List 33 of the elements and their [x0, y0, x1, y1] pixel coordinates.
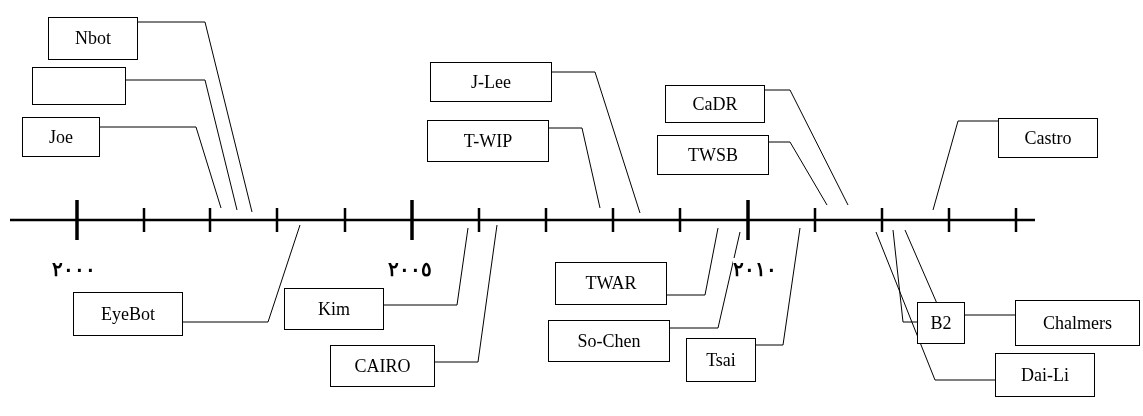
name-box: Castro	[998, 118, 1098, 158]
name-box: B2	[917, 302, 965, 344]
leader-line	[434, 224, 498, 363]
leader-line	[383, 227, 469, 306]
name-box: Kim	[284, 288, 384, 330]
leader-line	[99, 126, 222, 209]
name-box: CaDR	[665, 85, 765, 123]
name-box: Tsai	[686, 338, 756, 382]
leader-line	[125, 79, 238, 211]
empty-box	[32, 67, 126, 105]
leader-line	[551, 71, 641, 214]
leader-line	[768, 141, 828, 206]
leader-line	[182, 224, 301, 323]
leader-line	[875, 231, 996, 381]
name-box: J-Lee	[430, 62, 552, 102]
name-box: TWSB	[657, 135, 769, 175]
name-box: Dai-Li	[995, 353, 1095, 397]
leader-line	[764, 89, 849, 206]
name-box: Joe	[22, 117, 100, 157]
name-box: EyeBot	[73, 292, 183, 336]
name-box: TWAR	[555, 262, 667, 305]
name-box: T-WIP	[427, 120, 549, 162]
name-box: CAIRO	[330, 345, 435, 387]
name-box: Nbot	[48, 17, 138, 60]
leader-line	[932, 120, 999, 211]
leader-line	[755, 227, 801, 346]
leader-line	[666, 227, 719, 296]
leader-line	[548, 127, 601, 209]
name-box: Chalmers	[1015, 300, 1140, 346]
leader-line	[137, 21, 253, 213]
leader-line	[669, 231, 741, 329]
name-box: So-Chen	[548, 320, 670, 362]
leader-line	[892, 229, 918, 323]
